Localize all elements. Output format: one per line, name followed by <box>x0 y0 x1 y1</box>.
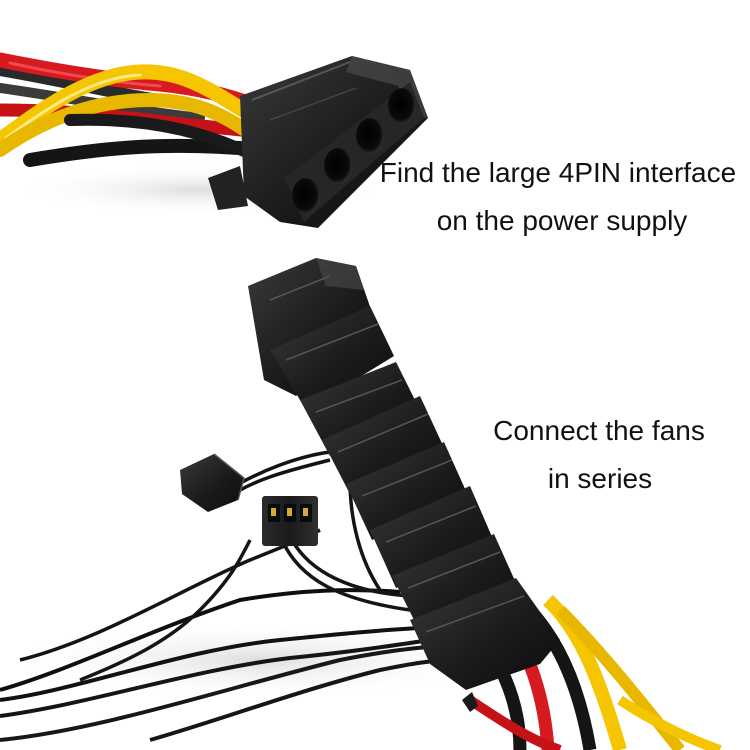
caption-power-supply: on the power supply <box>436 205 688 236</box>
molex-connector-3 <box>300 362 420 456</box>
fan-3pin-connector-left <box>180 453 245 512</box>
caption-in-series: in series <box>547 463 653 494</box>
caption-connect-fans: Connect the fans <box>493 415 705 446</box>
psu-cable-group <box>0 52 428 228</box>
molex-connector-chain <box>248 258 560 712</box>
molex-connector-8 <box>410 578 560 712</box>
molex-connector-2 <box>270 306 394 410</box>
molex-connector-6 <box>370 486 496 588</box>
psu-4pin-connector <box>208 56 428 228</box>
molex-connector-4 <box>322 396 446 494</box>
fan-cable-group <box>0 258 722 750</box>
molex-connector-7 <box>392 534 520 632</box>
molex-connector-5 <box>346 442 470 540</box>
caption-find-4pin: Find the large 4PIN interface <box>379 157 737 188</box>
fan-3pin-connector-center <box>262 496 318 546</box>
